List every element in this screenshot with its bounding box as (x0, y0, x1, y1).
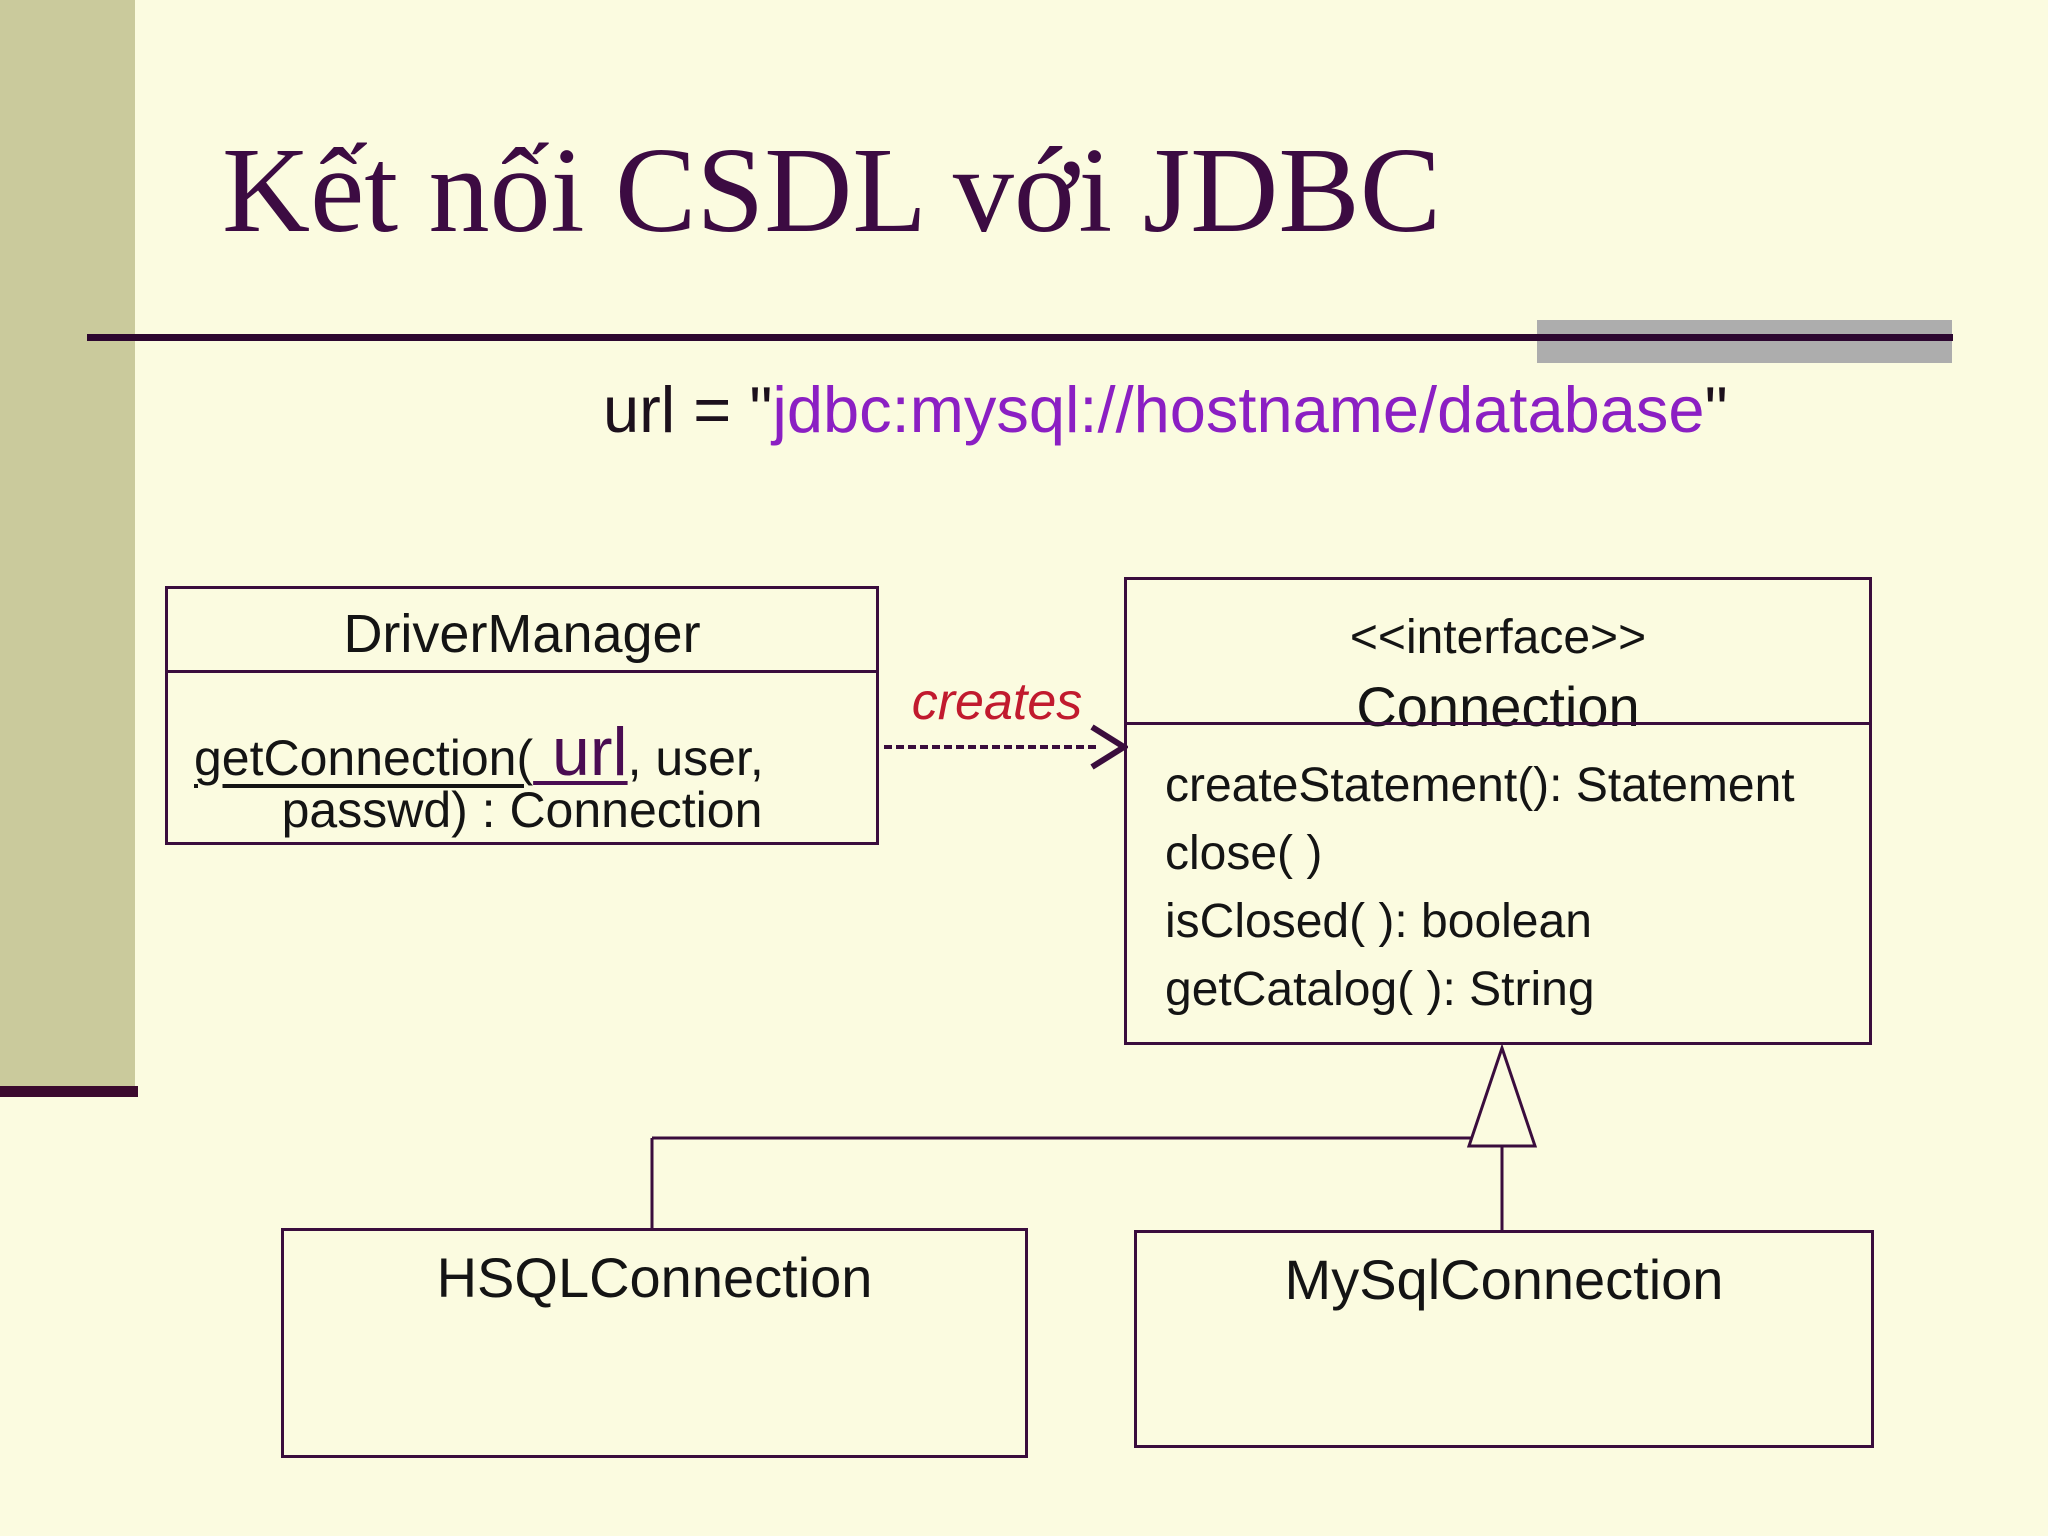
drivermanager-class-name: DriverManager (343, 604, 701, 664)
creates-association-label: creates (911, 673, 1083, 731)
left-sidebar-bottom-cap (0, 1086, 138, 1097)
uml-interface-connection: <<interface>> Connection createStatement… (1124, 577, 1872, 1045)
hollow-triangle-icon (1466, 1043, 1538, 1148)
open-arrowhead-icon (1090, 724, 1128, 770)
drivermanager-method-line2: passwd) : Connection (281, 782, 763, 838)
mysqlconnection-class-name: MySqlConnection (1284, 1248, 1724, 1311)
connection-stereotype: <<interface>> (1349, 611, 1647, 664)
method-name-getconnection: getConnection( (194, 730, 534, 786)
connection-method: close( ) (1165, 827, 1323, 880)
url-string-line: url = "jdbc:mysql://hostname/database" (603, 377, 1728, 442)
url-value: jdbc:mysql://hostname/database (772, 373, 1705, 446)
gray-accent-bar (1537, 320, 1952, 363)
left-sidebar-bar (0, 0, 135, 1086)
creates-dashed-line (884, 745, 1096, 749)
connection-interface-name: Connection (1356, 675, 1640, 738)
url-prefix: url = " (603, 373, 773, 446)
hsqlconnection-class-name: HSQLConnection (436, 1246, 873, 1309)
slide-title: Kết nối CSDL với JDBC (222, 123, 1442, 258)
url-suffix: " (1704, 373, 1728, 446)
uml-class-mysqlconnection: MySqlConnection (1134, 1230, 1874, 1448)
method-param-url: url (533, 714, 628, 790)
connection-divider (1127, 722, 1869, 725)
method-params-rest: , user, (627, 730, 764, 786)
uml-class-hsqlconnection: HSQLConnection (281, 1228, 1028, 1458)
title-underline-rule (87, 334, 1953, 341)
connection-method: isClosed( ): boolean (1165, 895, 1592, 948)
drivermanager-divider (168, 670, 876, 673)
uml-class-drivermanager: DriverManager getConnection( url, user, … (165, 586, 879, 845)
connection-methods-list: createStatement(): Statement close( ) is… (1165, 752, 1795, 1024)
connection-method: getCatalog( ): String (1165, 963, 1595, 1016)
drivermanager-method-line1: getConnection( url, user, (194, 713, 764, 791)
connection-method: createStatement(): Statement (1165, 759, 1795, 812)
